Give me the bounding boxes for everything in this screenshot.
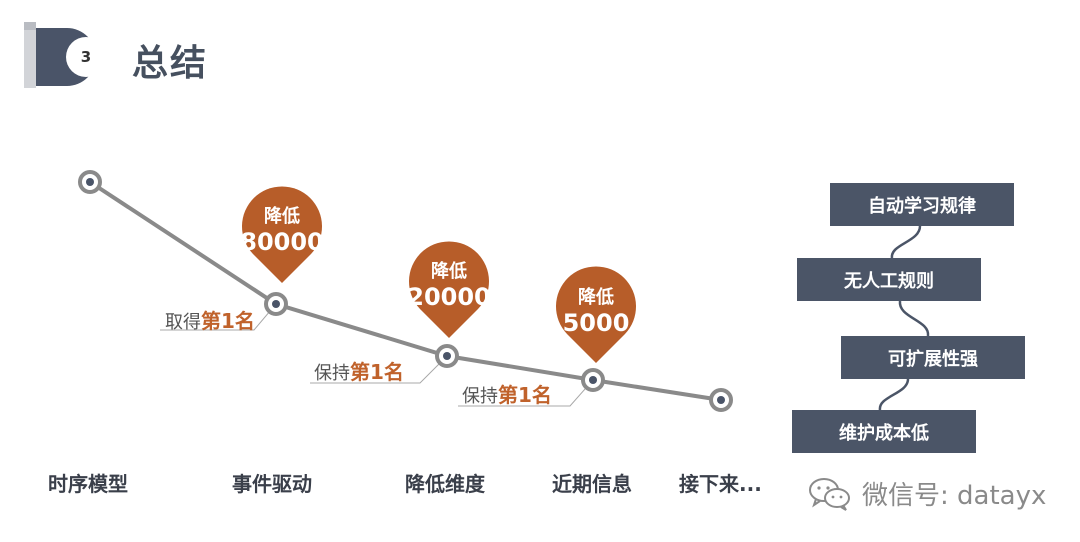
- connector-curve: [898, 300, 930, 337]
- section-header-edge: [24, 22, 36, 88]
- rank-highlight: 第1名: [350, 360, 404, 384]
- process-node: [264, 292, 288, 316]
- rank-highlight: 第1名: [498, 383, 552, 407]
- stage-label: 事件驱动: [232, 472, 312, 496]
- reduction-label-2: 降低 20000: [404, 261, 494, 311]
- section-header-edge-cap: [24, 22, 36, 30]
- process-diagram: [78, 170, 733, 412]
- rank-prefix: 取得: [165, 312, 201, 333]
- reduction-pin: [242, 186, 322, 283]
- rank-leader-line: [310, 355, 448, 384]
- reduction-value: 5000: [562, 309, 630, 337]
- reduction-pin: [556, 266, 636, 363]
- stage-label: 降低维度: [405, 472, 485, 496]
- advantage-connectors: [878, 225, 930, 411]
- reduction-value: 20000: [407, 283, 491, 311]
- section-number-badge: 3: [66, 37, 106, 77]
- reduction-label-1: 降低 80000: [237, 206, 327, 256]
- advantage-box: 自动学习规律: [830, 183, 1014, 226]
- watermark-text: 微信号: datayx: [862, 481, 1047, 511]
- process-node: [435, 344, 459, 368]
- connector-curve: [890, 225, 922, 259]
- advantage-box: 可扩展性强: [841, 336, 1025, 379]
- reduction-label-3: 降低 5000: [551, 287, 641, 337]
- reduction-value: 80000: [240, 228, 324, 256]
- reduction-caption: 降低: [431, 261, 467, 282]
- wechat-icon: [809, 477, 850, 511]
- rank-prefix: 保持: [462, 386, 498, 407]
- rank-callout-1: 取得第1名: [165, 305, 255, 334]
- stage-label: 接下来...: [679, 472, 762, 496]
- rank-prefix: 保持: [314, 363, 350, 384]
- reduction-caption: 降低: [578, 287, 614, 308]
- process-node: [709, 388, 733, 412]
- watermark: 微信号: datayx: [808, 475, 1046, 512]
- stage-label: 时序模型: [48, 472, 128, 496]
- page-title: 总结: [132, 43, 209, 84]
- process-node: [581, 368, 605, 392]
- process-node: [78, 170, 102, 194]
- connector-curve: [878, 378, 910, 411]
- reduction-pin: [409, 241, 490, 338]
- reduction-caption: 降低: [264, 206, 300, 227]
- rank-callout-3: 保持第1名: [462, 379, 552, 408]
- advantage-box: 无人工规则: [797, 258, 981, 301]
- rank-highlight: 第1名: [201, 309, 255, 333]
- advantage-box: 维护成本低: [792, 410, 976, 453]
- rank-callout-2: 保持第1名: [314, 356, 404, 385]
- stage-label: 近期信息: [552, 472, 632, 496]
